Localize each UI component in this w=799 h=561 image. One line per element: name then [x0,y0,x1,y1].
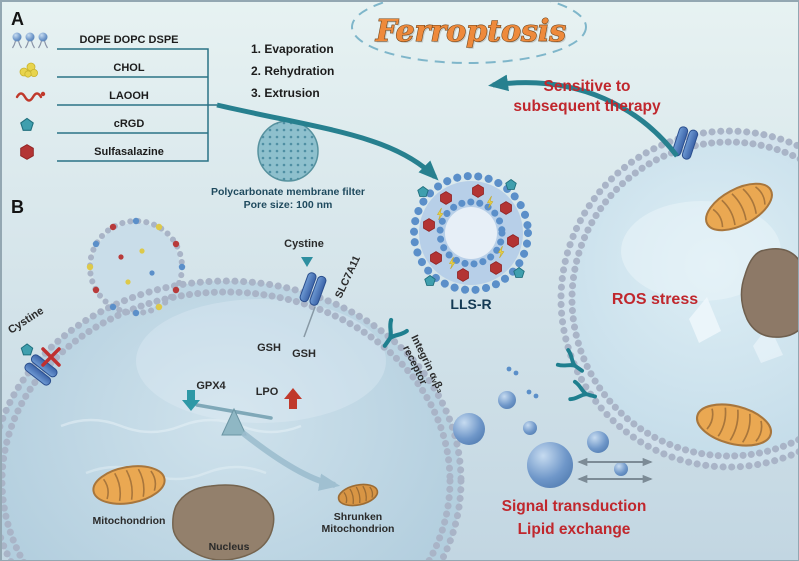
legend-item-sulfasalazine: Sulfasalazine [94,146,164,158]
title-ellipse [351,1,587,64]
shrunken-label-2: Mitochondrion [322,523,395,535]
lpo-label: LPO [256,386,279,398]
gpx4-down-arrow [182,390,200,411]
sulfasalazine-icon [20,144,34,160]
legend-item-chol: CHOL [113,62,144,74]
cystine-blocked-site [20,343,61,388]
step-evaporation: 1. Evaporation [251,42,334,56]
laooh-icon [15,91,46,102]
title-shadow: Ferroptosis [376,16,567,51]
exchange-arrows [577,457,653,484]
preparation-arrow [216,102,439,181]
nucleus-label: Nucleus [209,541,250,553]
mitochondrion-label: Mitochondrion [93,515,166,527]
legend-group: DOPE DOPC DSPE CHOL LAOOH cRGD Sulfasala… [11,32,334,162]
left-cell [1,217,465,560]
liposome-label: LLS-R [450,296,491,312]
sensitive-label-2: subsequent therapy [513,98,661,115]
liposome [410,172,532,294]
cholesterol-icon [19,62,38,78]
phospholipid-icon [11,32,49,49]
filter-caption-1: Polycarbonate membrane filter [211,186,365,198]
shrunken-label-1: Shrunken [334,511,382,523]
gsh-right-label: GSH [292,348,316,360]
gpx4-lpo-balance [182,388,302,436]
gsh-left-label: GSH [257,342,281,354]
cystine-uptake-arrow [301,257,313,267]
lpo-up-arrow [284,388,302,409]
blocked-x-icon [41,347,61,367]
gsh-flow-line [303,306,316,338]
legend-item-crgd: cRGD [114,118,145,130]
debris-blob [740,248,798,338]
therapy-arrow [488,74,679,158]
step-rehydration: 2. Rehydration [251,64,334,78]
panel-b-label: B [11,197,24,217]
lipid-patch [86,217,186,317]
legend-bracket [201,48,217,162]
sensitive-label-1: Sensitive to [544,78,631,95]
lipid-exchange-label: Lipid exchange [518,521,631,538]
panel-a-label: A [11,9,24,29]
ferroptosis-title: Ferroptosis [375,14,566,49]
shrinking-arrow [241,430,341,491]
ros-stress-label: ROS stress [612,291,698,308]
filter-caption-2: Pore size: 100 nm [244,199,333,211]
signal-transduction-label: Signal transduction [502,498,647,515]
cystine-top-label: Cystine [284,238,324,250]
nucleus-icon [172,484,275,560]
gpx4-label: GPX4 [196,380,226,392]
legend-item-dope: DOPE DOPC DSPE [79,34,178,46]
right-cell: ROS stress [557,125,798,471]
step-extrusion: 3. Extrusion [251,86,320,100]
membrane-filter: Polycarbonate membrane filter Pore size:… [211,120,365,211]
shrunken-mitochondrion-icon [337,483,379,507]
legend-item-laooh: LAOOH [109,90,149,102]
